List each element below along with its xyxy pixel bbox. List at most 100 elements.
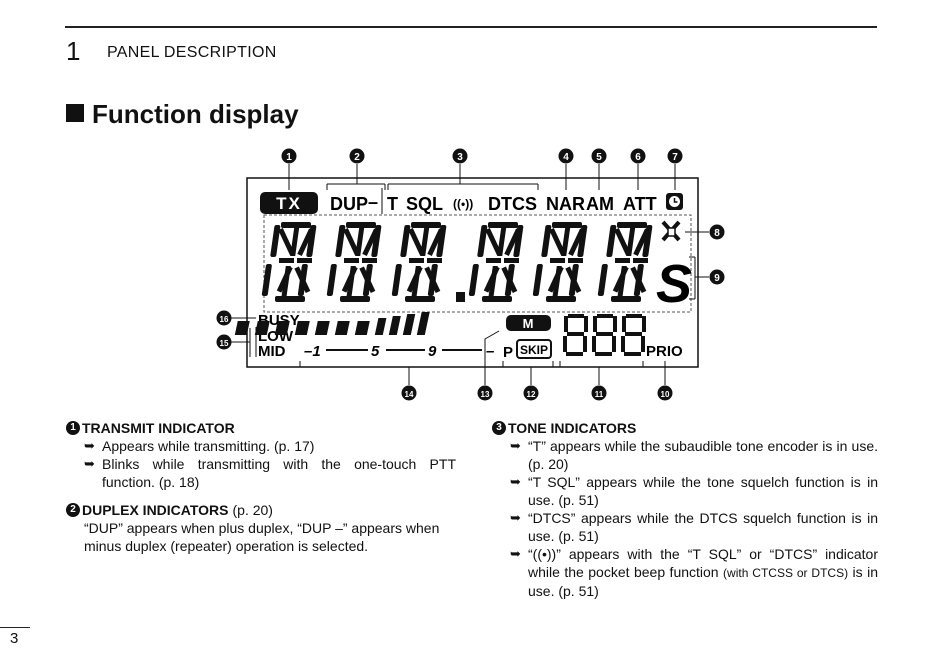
chapter-number: 1: [66, 36, 81, 66]
footer-rule: [0, 627, 30, 628]
scale-label: 5: [371, 343, 380, 360]
mute-speaker-icon: [661, 220, 681, 242]
svg-text:5: 5: [596, 152, 602, 163]
frequency-dashed-box: [263, 214, 692, 313]
svg-text:16: 16: [220, 315, 229, 324]
scale-label: –: [486, 343, 494, 360]
p-indicator: P: [503, 344, 513, 361]
memory-indicator: M: [523, 316, 534, 331]
duplex-page-ref: (p. 20): [232, 502, 273, 518]
svg-text:15: 15: [220, 339, 229, 348]
decimal-point: [456, 292, 465, 302]
transmit-heading: 1 TRANSMIT INDICATOR: [66, 419, 456, 437]
callout-2: 2: [349, 148, 365, 164]
t-indicator: T: [387, 194, 398, 214]
freq-digit: [532, 222, 588, 302]
arrow-bullet-icon: ➥: [510, 510, 521, 525]
scale-label: 9: [428, 343, 437, 360]
svg-text:3: 3: [457, 152, 463, 163]
svg-text:8: 8: [714, 228, 720, 239]
item-number-badge: 3: [492, 421, 506, 435]
page-number: 3: [10, 630, 19, 647]
freq-digit: [326, 222, 382, 302]
memory-indicator-bg: [506, 315, 551, 331]
chapter-title: PANEL DESCRIPTION: [107, 44, 277, 61]
list-item: ➥“DTCS” appears while the DTCS squelch f…: [510, 510, 878, 544]
tone-heading: 3 TONE INDICATORS: [492, 419, 878, 437]
svg-text:2: 2: [354, 152, 360, 163]
svg-text:9: 9: [714, 273, 720, 284]
callout-3: 3: [452, 148, 468, 164]
frequency-digits: [261, 222, 653, 302]
callout-16: 16: [216, 310, 232, 326]
sql-indicator: SQL: [406, 194, 443, 214]
section-title-text: Function display: [92, 99, 299, 129]
section-title: Function display: [66, 99, 299, 130]
freq-digit: [391, 222, 447, 302]
freq-digit: [597, 222, 653, 302]
am-indicator: AM: [586, 194, 614, 214]
tx-indicator-bg: [260, 192, 318, 214]
svg-text:10: 10: [661, 390, 670, 399]
top-rule: [65, 26, 877, 28]
svg-text:14: 14: [405, 390, 414, 399]
callout-14: 14: [401, 385, 417, 401]
clock-icon: [666, 193, 683, 210]
callout-11: 11: [591, 385, 607, 401]
list-item: ➥Blinks while transmitting with the one-…: [84, 456, 456, 490]
svg-text:1: 1: [286, 152, 292, 163]
prio-indicator: PRIO: [646, 343, 683, 360]
dtcs-indicator: DTCS: [488, 194, 537, 214]
callout-5: 5: [591, 148, 607, 164]
tx-indicator: TX: [276, 194, 302, 213]
callout-4: 4: [558, 148, 574, 164]
skip-indicator-box: [516, 339, 552, 359]
list-item: ➥“T SQL” appears while the tone squelch …: [510, 474, 878, 508]
callout-12: 12: [523, 385, 539, 401]
freq-digit: [261, 222, 317, 302]
tone-title: TONE INDICATORS: [508, 420, 637, 436]
list-item: ➥Appears while transmitting. (p. 17): [84, 438, 315, 454]
list-item: ➥“((•))” appears with the “T SQL” or “DT…: [510, 546, 878, 599]
list-item: ➥“T” appears while the subaudible tone e…: [510, 438, 878, 472]
pocket-beep-indicator: ((•)): [453, 197, 473, 211]
callout-8: 8: [709, 224, 725, 240]
scale-label: –1: [304, 343, 321, 360]
mid-indicator: MID: [258, 343, 286, 360]
nar-indicator: NAR: [546, 194, 585, 214]
channel-digit: [621, 314, 646, 356]
svg-text:7: 7: [672, 152, 678, 163]
svg-text:6: 6: [635, 152, 641, 163]
arrow-bullet-icon: ➥: [510, 546, 521, 561]
arrow-bullet-icon: ➥: [510, 438, 521, 453]
left-column: 1 TRANSMIT INDICATOR ➥Appears while tran…: [66, 419, 456, 555]
duplex-description: “DUP” appears when plus duplex, “DUP –” …: [84, 520, 440, 554]
memory-channel-digits: [563, 314, 646, 356]
channel-digit: [592, 314, 617, 356]
callout-6: 6: [630, 148, 646, 164]
right-column: 3 TONE INDICATORS ➥“T” appears while the…: [492, 419, 878, 600]
item-number-badge: 1: [66, 421, 80, 435]
item-number-badge: 2: [66, 503, 80, 517]
s-digit: S: [656, 254, 692, 314]
svg-text:12: 12: [527, 390, 536, 399]
att-indicator: ATT: [623, 194, 657, 214]
callout-13: 13: [477, 385, 493, 401]
arrow-bullet-icon: ➥: [510, 474, 521, 489]
duplex-title: DUPLEX INDICATORS: [82, 502, 229, 518]
svg-text:11: 11: [595, 390, 604, 399]
arrow-bullet-icon: ➥: [84, 438, 95, 453]
callout-1: 1: [281, 148, 297, 164]
callout-15: 15: [216, 334, 232, 350]
callout-badges: 1 2 3 4 5 6 7 8 9 10 11 12 13 14 15 16: [216, 148, 725, 401]
dup-indicator: DUP: [330, 194, 368, 214]
s-meter-bar: [234, 312, 430, 335]
callout-9: 9: [709, 269, 725, 285]
callout-7: 7: [667, 148, 683, 164]
skip-indicator: SKIP: [520, 343, 548, 357]
channel-digit: [563, 314, 588, 356]
duplex-heading: 2 DUPLEX INDICATORS (p. 20): [66, 501, 456, 519]
arrow-bullet-icon: ➥: [84, 456, 95, 471]
freq-digit: [468, 222, 524, 302]
